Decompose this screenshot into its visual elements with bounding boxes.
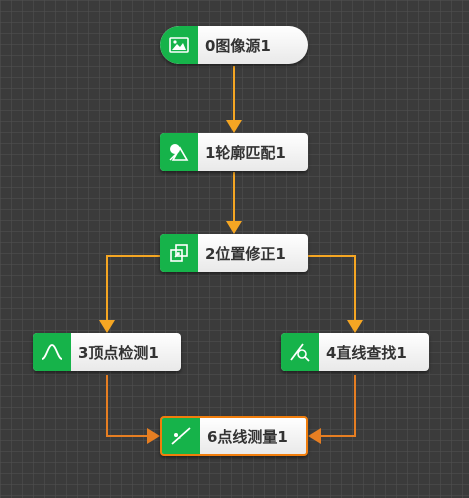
line-find-icon <box>281 333 319 371</box>
arrowhead-4-6 <box>308 428 321 444</box>
contour-match-icon <box>160 133 198 171</box>
node-label: 6点线测量1 <box>207 427 288 446</box>
peak-curve-icon <box>33 333 71 371</box>
connector-4-6[interactable] <box>315 375 356 437</box>
point-line-measure-icon <box>162 418 200 454</box>
arrowhead-3-6 <box>147 428 160 444</box>
arrowhead-2-3 <box>99 320 115 333</box>
node-point-line-measure[interactable]: 6点线测量1 <box>160 416 308 456</box>
node-vertex-detection[interactable]: 3顶点检测1 <box>33 333 181 371</box>
node-label: 3顶点检测1 <box>78 343 159 362</box>
node-contour-match[interactable]: 1轮廓匹配1 <box>160 133 308 171</box>
node-label: 2位置修正1 <box>205 244 286 263</box>
node-position-correction[interactable]: 2位置修正1 <box>160 234 308 272</box>
node-line-finder[interactable]: 4直线查找1 <box>281 333 429 371</box>
connector-2-3[interactable] <box>106 255 160 325</box>
connector-2-4[interactable] <box>308 255 356 325</box>
node-label: 0图像源1 <box>205 36 271 55</box>
node-label: 1轮廓匹配1 <box>205 143 286 162</box>
arrowhead-1-2 <box>226 221 242 234</box>
node-label: 4直线查找1 <box>326 343 407 362</box>
node-image-source[interactable]: 0图像源1 <box>160 26 308 64</box>
connector-3-6[interactable] <box>106 375 153 437</box>
position-correct-icon <box>160 234 198 272</box>
arrowhead-2-4 <box>347 320 363 333</box>
image-icon <box>160 26 198 64</box>
arrowhead-0-1 <box>226 120 242 133</box>
